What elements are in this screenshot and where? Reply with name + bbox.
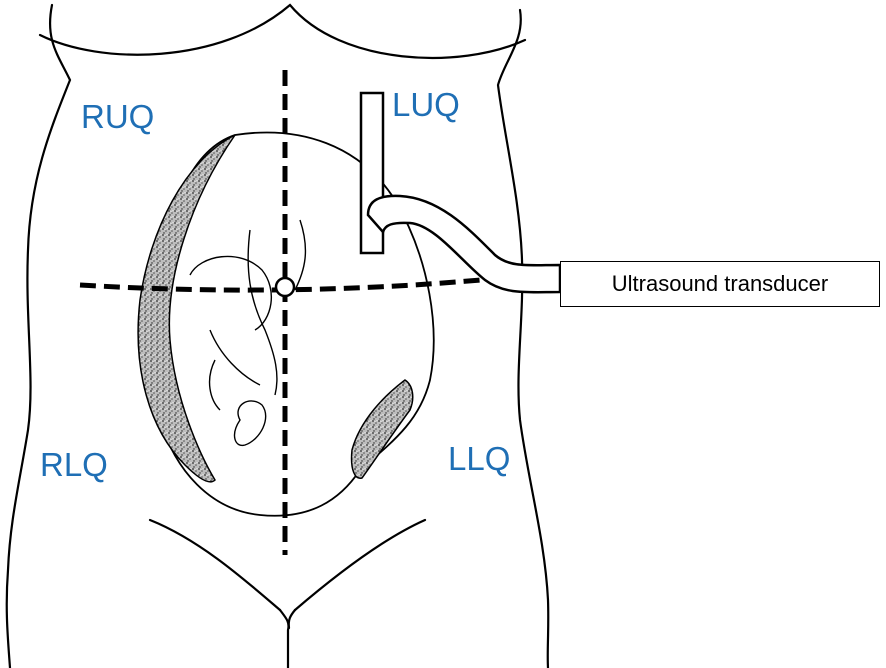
label-rlq: RLQ (40, 448, 108, 481)
groin-center-2 (289, 610, 295, 628)
torso-left-contour (7, 5, 70, 668)
placenta-left (138, 135, 235, 482)
label-llq: LLQ (448, 442, 510, 475)
umbilicus-marker (276, 278, 294, 296)
label-ruq: RUQ (81, 100, 154, 133)
groin-center (280, 610, 289, 668)
fetus-limb-2 (295, 220, 305, 290)
transducer-cable (368, 196, 560, 292)
fetus-limb-1 (210, 330, 260, 385)
inguinal-right (295, 520, 425, 610)
torso-right-contour (498, 10, 548, 668)
fetus-head (190, 256, 271, 330)
chest-curve (40, 5, 525, 58)
transducer-callout-label: Ultrasound transducer (612, 271, 828, 297)
fetus-sketch (190, 220, 305, 445)
fetus-umbilical (210, 360, 220, 410)
inguinal-left (150, 520, 280, 610)
fetus-foot (235, 401, 266, 445)
label-luq: LUQ (392, 88, 460, 121)
fetus-spine (248, 230, 277, 395)
transducer-callout: Ultrasound transducer (560, 261, 880, 307)
